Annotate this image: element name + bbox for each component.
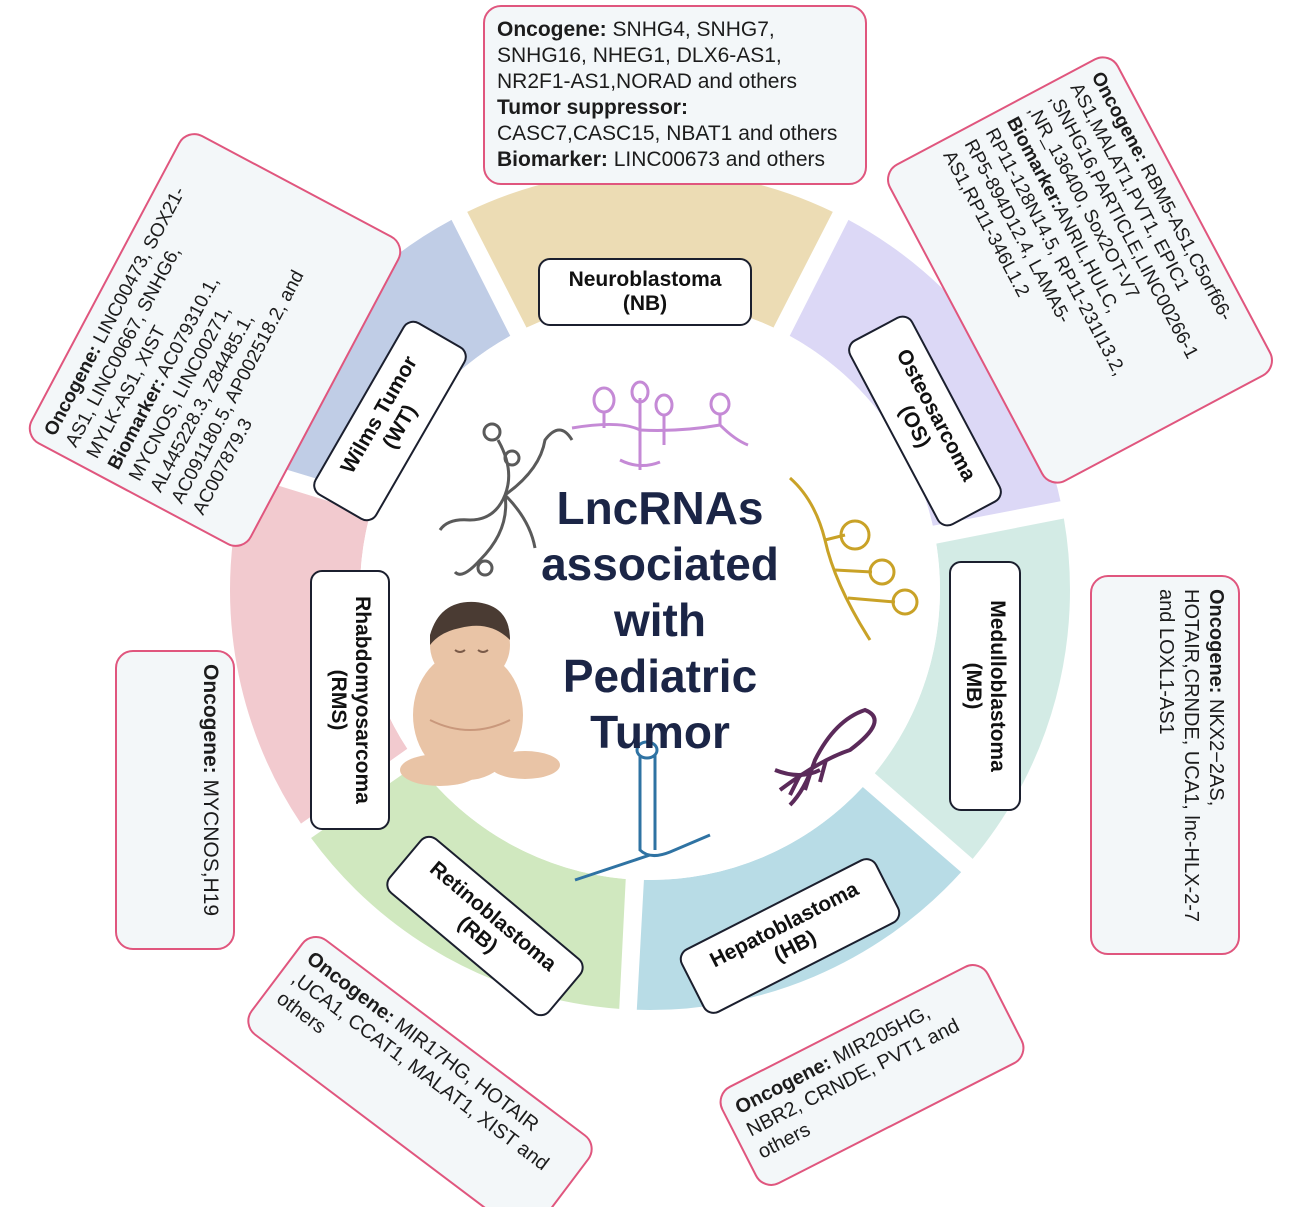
center-title-line: with: [614, 594, 706, 646]
rna-strand-icon-left: [438, 422, 574, 577]
box-line: Oncogene: SNHG4, SNHG7,: [497, 17, 853, 43]
box-line-value: LINC00673 and others: [607, 148, 826, 171]
box-line: Biomarker: LINC00673 and others: [497, 147, 853, 173]
center-title-line: LncRNAs: [556, 482, 764, 534]
box-line: SNHG16, NHEG1, DLX6-AS1,: [497, 43, 853, 69]
box-line: NR2F1-AS1,NORAD and others: [497, 69, 853, 95]
sector-label-mb: Medulloblastoma(MB): [949, 561, 1021, 811]
box-line-key: Tumor suppressor:: [497, 96, 688, 119]
box-line-value: CASC7,CASC15, NBAT1 and others: [497, 122, 838, 145]
center-title-line: Pediatric: [562, 650, 758, 702]
box-line-value: and LOXL1-AS1: [1155, 589, 1177, 735]
box-line-key: Oncogene:: [199, 664, 222, 774]
dna-helix-icon: [774, 707, 877, 807]
rna-hairpin-icon-top: [571, 380, 749, 470]
sector-name: Neuroblastoma: [568, 268, 722, 291]
box-line: Oncogene: NKX2−2AS,: [1203, 589, 1228, 941]
box-line-value: HOTAIR,CRNDE, UCA1, lnc-HLX-2-7: [1180, 589, 1202, 923]
sector-abbr: (RMS): [327, 669, 350, 731]
sector-abbr: (NB): [622, 292, 668, 315]
sector-abbr: (MB): [962, 662, 985, 710]
lncrna-box-mb: Oncogene: NKX2−2AS,HOTAIR,CRNDE, UCA1, l…: [1090, 575, 1240, 955]
box-line-value: SNHG4, SNHG7,: [606, 18, 775, 41]
box-line-key: Oncogene:: [497, 18, 607, 41]
sector-name: Medulloblastoma: [986, 600, 1009, 772]
sector-label-nb: Neuroblastoma(NB): [538, 258, 752, 326]
lncrna-box-nb: Oncogene: SNHG4, SNHG7,SNHG16, NHEG1, DL…: [483, 5, 867, 185]
baby-illustration: [400, 601, 560, 786]
box-line-value: NKX2−2AS,: [1205, 693, 1227, 807]
center-title-line: associated: [541, 538, 779, 590]
rna-hairpin-icon-bottom: [574, 740, 711, 882]
box-line: Tumor suppressor:: [497, 95, 853, 121]
box-line-value: NR2F1-AS1,NORAD and others: [497, 70, 797, 93]
sector-label-rms: Rhabdomyosarcoma(RMS): [310, 570, 390, 830]
center-title-line: Tumor: [590, 706, 730, 758]
box-line-value: SNHG16, NHEG1, DLX6-AS1,: [497, 44, 782, 67]
box-line-value: MYCNOS,H19: [199, 773, 222, 917]
box-line: CASC7,CASC15, NBAT1 and others: [497, 121, 853, 147]
box-line-key: Oncogene:: [1205, 589, 1227, 694]
rna-hairpin-icon-right: [789, 476, 919, 641]
sector-name: Rhabdomyosarcoma: [351, 596, 374, 804]
box-line: Oncogene: MYCNOS,H19: [197, 664, 223, 936]
box-line-key: Biomarker:: [497, 148, 608, 171]
lncrna-box-rms: Oncogene: MYCNOS,H19: [115, 650, 235, 950]
box-line: and LOXL1-AS1: [1153, 589, 1178, 941]
box-line: HOTAIR,CRNDE, UCA1, lnc-HLX-2-7: [1178, 589, 1203, 941]
sector-wt: [251, 219, 511, 497]
